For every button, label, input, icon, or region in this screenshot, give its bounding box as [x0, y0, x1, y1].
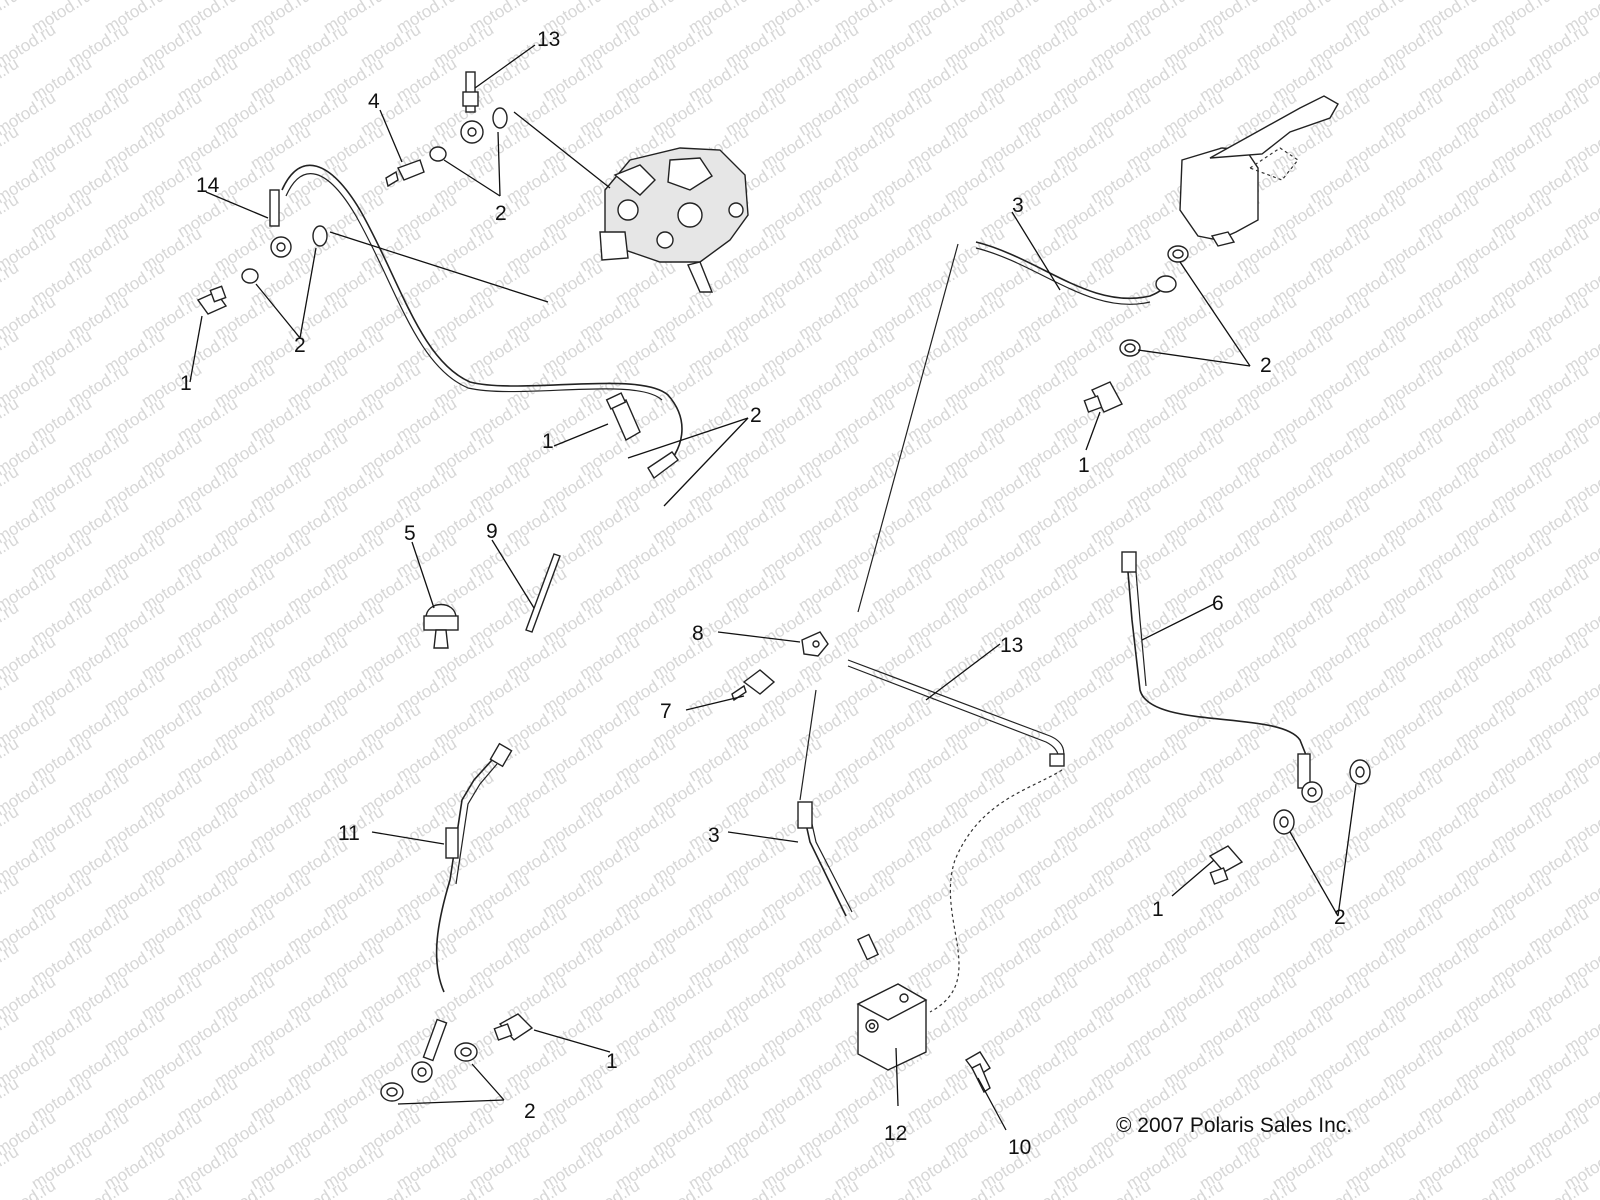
long-line-3 [857, 243, 959, 613]
watermark-text: motod.ru [357, 1176, 424, 1200]
line-clip-8 [801, 631, 829, 657]
callout-3: 3 [708, 824, 720, 847]
callout-labels: 13 4 14 2 2 1 1 2 3 2 1 5 9 8 13 6 7 11 … [180, 28, 1346, 1159]
watermark-text: motod.ru [0, 938, 22, 990]
callout-9: 9 [486, 520, 498, 543]
watermark-text: motod.ru [0, 258, 22, 310]
watermark-text: motod.ru [0, 0, 22, 37]
callout-3: 3 [1012, 194, 1024, 217]
watermark-text: motod.ru [503, 1176, 570, 1200]
callout-14: 14 [196, 174, 220, 197]
washers-bottom-right [1273, 759, 1371, 835]
callout-11: 11 [338, 822, 360, 845]
callout-1: 1 [1152, 898, 1164, 921]
callout-12: 12 [884, 1122, 907, 1145]
watermark-text: motod.ru [0, 122, 22, 174]
leader-lines [189, 44, 1357, 1131]
callout-1: 1 [542, 430, 554, 453]
callout-1: 1 [606, 1050, 618, 1073]
watermark-text: motod.ru [0, 394, 22, 446]
watermark-text: motod.ru [0, 870, 22, 922]
watermark-text: motod.ru [211, 1176, 278, 1200]
callout-2: 2 [294, 334, 306, 357]
distribution-block-12 [856, 983, 928, 1071]
brake-line-13-center [847, 659, 1065, 1013]
watermark-text: motod.ru [1452, 1176, 1519, 1200]
watermark-text: motod.ru [0, 54, 22, 106]
watermark-text: motod.ru [795, 1176, 862, 1200]
watermark-text: motod.ru [65, 1176, 132, 1200]
watermark-text: motod.ru [1233, 1176, 1300, 1200]
cable-tie-9 [525, 553, 561, 633]
banjo-bolt-1-top-right [1083, 381, 1123, 413]
watermark-text: motod.ru [1379, 1176, 1446, 1200]
banjo-bolt-1-bottom-right [1208, 845, 1244, 885]
watermark-text: motod.ru [430, 1176, 497, 1200]
watermark-text: motod.ru [138, 1176, 205, 1200]
callout-8: 8 [692, 622, 704, 645]
watermark-text: motod.ru [1160, 1176, 1227, 1200]
watermark-text: motod.ru [941, 1176, 1008, 1200]
copyright-notice: © 2007 Polaris Sales Inc. [1116, 1114, 1352, 1137]
callout-13: 13 [537, 28, 560, 51]
watermark-text: motod.ru [0, 666, 22, 718]
watermark-text: motod.ru [0, 462, 22, 514]
brake-line-13-top [460, 71, 484, 144]
callout-2: 2 [1334, 906, 1346, 929]
brake-line-11 [411, 742, 513, 1083]
watermark-text: motod.ru [0, 190, 22, 242]
watermark-text: motod.ru [576, 1176, 643, 1200]
brake-line-6 [1121, 551, 1323, 803]
watermark-text: motod.ru [0, 326, 22, 378]
watermark-text: motod.ru [1087, 1176, 1154, 1200]
watermark-text: motod.ru [0, 598, 22, 650]
banjo-bolt-1-bottom-left [493, 1013, 534, 1041]
callout-1: 1 [1078, 454, 1090, 477]
watermark-text: motod.ru [1525, 1176, 1592, 1200]
watermark-text: motod.ru [649, 1176, 716, 1200]
brake-line-14 [269, 164, 683, 480]
watermark-text: motod.ru [722, 1176, 789, 1200]
callout-2: 2 [750, 404, 762, 427]
watermark-text: motod.ru [0, 1006, 22, 1058]
washers-top-right [1119, 245, 1189, 357]
rear-brake-caliper [599, 147, 749, 293]
watermark-text: motod.ru [0, 734, 22, 786]
callout-6: 6 [1212, 592, 1224, 615]
master-cylinder [1179, 95, 1339, 247]
rivet-7 [731, 669, 776, 702]
brake-line-3-top [975, 241, 1177, 305]
watermark-text: motod.ru [868, 1176, 935, 1200]
callout-2: 2 [1260, 354, 1272, 377]
watermark-text: motod.ru [0, 530, 22, 582]
banjo-bolt-1-top [196, 285, 228, 315]
callout-10: 10 [1008, 1136, 1031, 1159]
clamp-5 [423, 603, 459, 649]
banjo-bolt-1-mid [605, 392, 641, 441]
brake-line-3-lower [797, 689, 880, 961]
callout-5: 5 [404, 522, 416, 545]
callout-2: 2 [495, 202, 507, 225]
washers-bottom-left [380, 1042, 478, 1102]
watermark-text: motod.ru [284, 1176, 351, 1200]
screw-10 [964, 1051, 991, 1094]
bleeder-screw-4 [385, 159, 425, 188]
callout-4: 4 [368, 90, 380, 113]
watermark-text: motod.ru [1306, 1176, 1373, 1200]
callout-13: 13 [1000, 634, 1023, 657]
watermark-text: motod.ru [0, 1074, 22, 1126]
washers-top [241, 107, 508, 284]
watermark-text: motod.ru [1014, 1176, 1081, 1200]
watermark-text: motod.ru [0, 1142, 22, 1194]
callout-1: 1 [180, 372, 192, 395]
callout-2: 2 [524, 1100, 536, 1123]
watermark-text: motod.ru [0, 802, 22, 854]
callout-7: 7 [660, 700, 672, 723]
